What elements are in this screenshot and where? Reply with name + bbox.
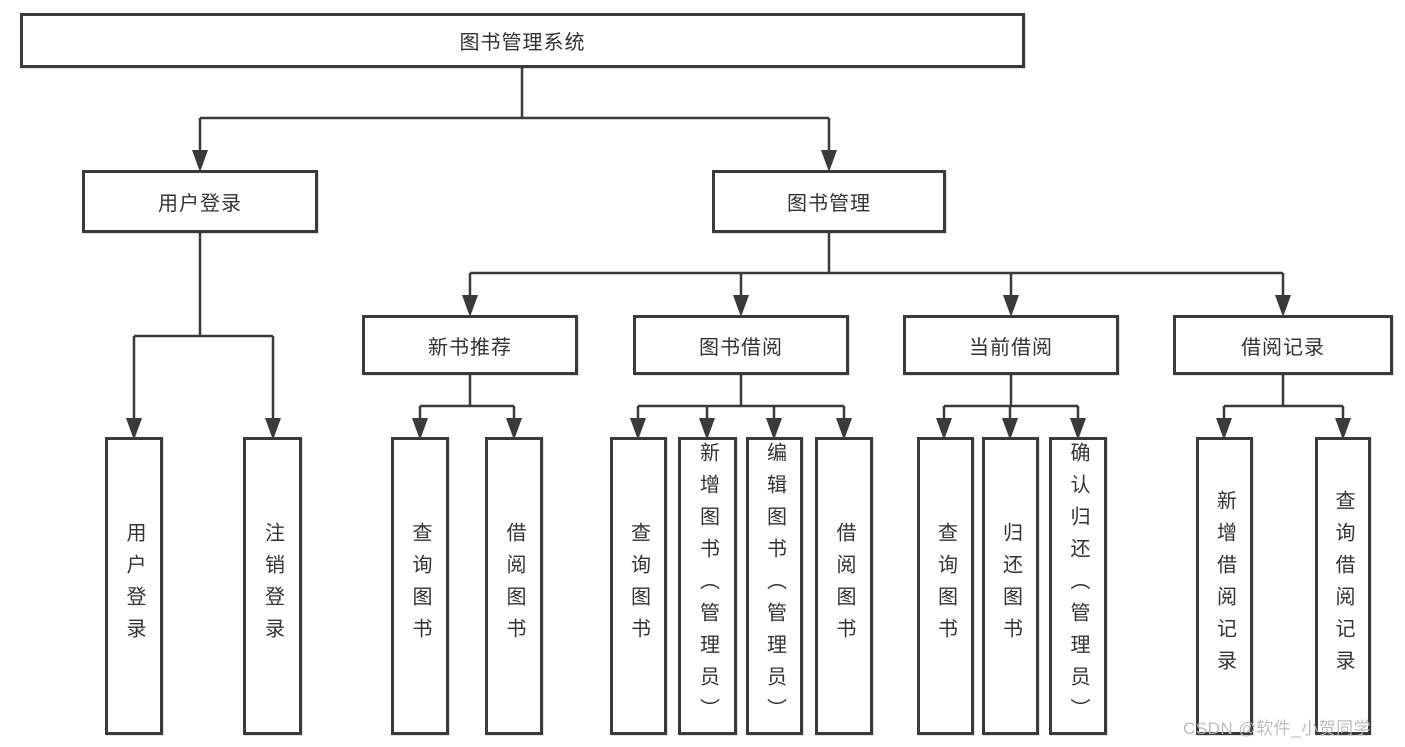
leaf-add-book-admin-label: 新增图书（管理员） [696,442,719,730]
leaf-edit-book-admin-label: 编辑图书（管理员） [763,442,786,730]
node-user-login: 用户登录 [82,170,318,233]
csdn-watermark: CSDN @软件_小贺同学 [1183,719,1372,738]
node-new-book-recommend-label: 新书推荐 [428,336,512,359]
leaf-query-book-recommend-label: 查询图书 [409,522,431,650]
leaf-return-book: 归还图书 [982,437,1039,735]
node-root-system: 图书管理系统 [20,13,1025,68]
node-current-borrowing-label: 当前借阅 [969,336,1053,359]
leaf-edit-book-admin: 编辑图书（管理员） [746,437,803,735]
leaf-confirm-return-admin-label: 确认归还（管理员） [1067,442,1089,730]
node-book-management: 图书管理 [712,170,946,233]
leaf-query-book-recommend: 查询图书 [391,437,449,735]
leaf-borrow-book-recommend-label: 借阅图书 [503,522,525,650]
leaf-query-borrow-record: 查询借阅记录 [1315,437,1371,735]
leaf-add-book-admin: 新增图书（管理员） [678,437,737,735]
leaf-borrow-book-recommend: 借阅图书 [485,437,543,735]
leaf-borrow-book-label: 借阅图书 [833,522,855,650]
leaf-logout: 注销登录 [243,437,302,735]
leaf-add-borrow-record: 新增借阅记录 [1196,437,1253,735]
node-book-borrowing-label: 图书借阅 [699,336,783,359]
leaf-query-book-borrowing: 查询图书 [610,437,667,735]
node-borrowing-records: 借阅记录 [1173,315,1393,375]
node-current-borrowing: 当前借阅 [903,315,1119,375]
node-book-borrowing: 图书借阅 [633,315,849,375]
leaf-query-book-borrowing-label: 查询图书 [627,522,650,650]
node-new-book-recommend: 新书推荐 [362,315,578,375]
node-book-management-label: 图书管理 [787,193,871,215]
leaf-return-book-label: 归还图书 [999,522,1022,650]
leaf-confirm-return-admin: 确认归还（管理员） [1049,437,1107,735]
node-borrowing-records-label: 借阅记录 [1241,336,1325,359]
node-root-label: 图书管理系统 [459,32,586,54]
leaf-query-book-current: 查询图书 [917,437,974,735]
leaf-query-borrow-record-label: 查询借阅记录 [1332,490,1354,682]
leaf-query-book-current-label: 查询图书 [934,522,957,650]
leaf-add-borrow-record-label: 新增借阅记录 [1213,490,1236,682]
leaf-user-login-label: 用户登录 [123,522,145,650]
leaf-borrow-book: 借阅图书 [815,437,873,735]
leaf-user-login: 用户登录 [105,437,163,735]
node-user-login-label: 用户登录 [158,193,242,215]
leaf-logout-label: 注销登录 [261,522,284,650]
